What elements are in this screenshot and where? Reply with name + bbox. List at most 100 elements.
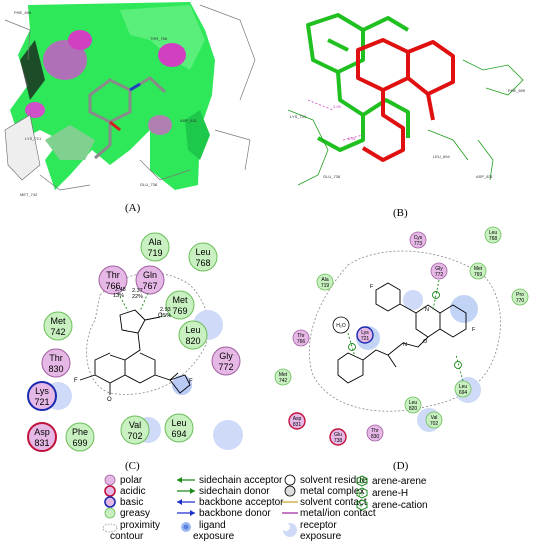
panel-b-distance-label: 2.05 xyxy=(333,104,342,109)
svg-text:766: 766 xyxy=(105,281,120,291)
svg-text:H₂O: H₂O xyxy=(336,323,346,329)
svg-text:Cys: Cys xyxy=(414,235,423,241)
svg-text:766: 766 xyxy=(297,339,306,345)
svg-text:767: 767 xyxy=(142,281,157,291)
svg-text:721: 721 xyxy=(34,397,49,407)
svg-text:Leu: Leu xyxy=(185,325,200,335)
water-molecule: H₂O xyxy=(332,316,350,334)
hbond-occupancy: 15% xyxy=(160,313,171,319)
svg-text:Asp: Asp xyxy=(293,416,302,422)
svg-text:+: + xyxy=(359,503,363,510)
legend-backbone-donor: backbone donor xyxy=(199,508,271,519)
ligand-atom-o: O xyxy=(423,339,428,345)
panel-b-residue-label: LYS_721 xyxy=(290,114,307,119)
svg-text:831: 831 xyxy=(293,422,302,428)
svg-text:742: 742 xyxy=(279,378,288,384)
legend-ligand: ligand xyxy=(199,520,226,531)
svg-text:702: 702 xyxy=(430,421,439,427)
ligand-atom-n: N xyxy=(403,342,407,348)
svg-text:Leu: Leu xyxy=(195,247,210,257)
svg-text:738: 738 xyxy=(334,438,343,444)
svg-text:769: 769 xyxy=(172,306,187,316)
hbond-occupancy: 13% xyxy=(113,293,124,299)
legend-contour: contour xyxy=(110,531,144,542)
svg-text:694: 694 xyxy=(459,390,468,396)
svg-text:830: 830 xyxy=(48,364,63,374)
svg-text:Ala: Ala xyxy=(148,237,161,247)
panel-d-label: (D) xyxy=(393,460,409,472)
legend-backbone-acceptor: backbone acceptor xyxy=(199,497,284,508)
ligand-atom-f: F xyxy=(472,327,476,333)
svg-text:719: 719 xyxy=(321,283,330,289)
legend-arene-h: arene-H xyxy=(372,488,408,499)
svg-text:Met: Met xyxy=(50,316,66,326)
svg-text:Lys: Lys xyxy=(361,330,369,336)
svg-text:831: 831 xyxy=(34,438,49,448)
svg-text:Lys: Lys xyxy=(35,386,49,396)
svg-text:768: 768 xyxy=(489,236,498,242)
panel-b-overlay-view: PHE_699 LYS_721 GLU_738 LEU_694 ASP_831 … xyxy=(268,0,534,200)
legend-sidechain-acceptor: sidechain acceptor xyxy=(199,475,283,486)
svg-text:Gln: Gln xyxy=(143,270,157,280)
panel-a-residue-label: MET_742 xyxy=(20,192,38,197)
svg-text:Met: Met xyxy=(172,295,188,305)
panel-a-label: (A) xyxy=(125,202,141,214)
panel-b-residue-label: GLU_738 xyxy=(323,174,341,179)
svg-text:Gly: Gly xyxy=(435,266,443,272)
svg-text:Leu: Leu xyxy=(459,384,468,390)
svg-text:721: 721 xyxy=(361,336,370,342)
svg-text:Met: Met xyxy=(279,372,288,378)
panel-a-residue-label: LYS_721 xyxy=(25,136,42,141)
svg-text:Thr: Thr xyxy=(106,270,120,280)
svg-text:768: 768 xyxy=(195,258,210,268)
svg-text:719: 719 xyxy=(147,248,162,258)
hbond-distance: 2.48 xyxy=(115,287,126,293)
svg-text:773: 773 xyxy=(414,241,423,247)
panel-b-residue-label: PHE_699 xyxy=(508,88,526,93)
legend-acidic: acidic xyxy=(120,486,146,497)
ligand-atom-f: F xyxy=(74,378,78,384)
legend-proximity: proximity xyxy=(120,520,160,531)
panel-b-label: (B) xyxy=(393,207,408,219)
hbond-distance: 2.37 xyxy=(132,288,143,294)
legend-ligand-exposure: exposure xyxy=(193,531,235,542)
svg-text:Thr: Thr xyxy=(371,428,379,434)
panel-a-residue-label: GLU_738 xyxy=(140,182,158,187)
svg-text:Val: Val xyxy=(129,420,141,430)
panel-b-residue-label: ASP_831 xyxy=(476,174,494,179)
legend-receptor: receptor xyxy=(300,520,337,531)
legend-arene-arene: arene-arene xyxy=(372,476,427,487)
svg-text:830: 830 xyxy=(371,434,380,440)
svg-text:702: 702 xyxy=(127,431,142,441)
svg-text:Leu: Leu xyxy=(171,418,186,428)
svg-text:Val: Val xyxy=(431,415,438,421)
ligand-atom-o: O xyxy=(107,397,112,403)
hbond-distance: 2.93 xyxy=(160,307,171,313)
svg-text:Glu: Glu xyxy=(334,432,342,438)
svg-text:742: 742 xyxy=(50,327,65,337)
ligand-atom-f: F xyxy=(370,284,374,290)
legend-solvent-residue: solvent residue xyxy=(300,475,368,486)
